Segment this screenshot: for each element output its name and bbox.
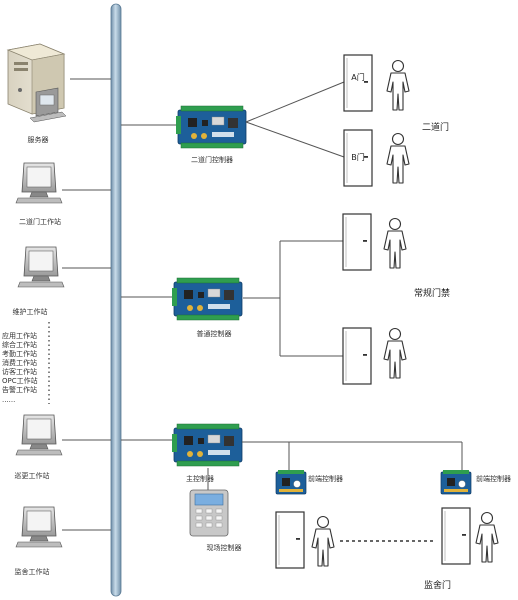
app-ws-item: 考勤工作站 bbox=[2, 349, 37, 358]
app-ws-more: ...... bbox=[2, 396, 15, 404]
main-controller-icon bbox=[171, 423, 243, 467]
patrol-ws-label: 巡更工作站 bbox=[15, 471, 50, 480]
person-icon bbox=[386, 59, 410, 111]
door-a-link bbox=[245, 81, 345, 123]
door-3 bbox=[342, 213, 372, 271]
two-door-controller-icon bbox=[175, 105, 247, 149]
door-a bbox=[343, 54, 373, 112]
app-ws-item: 访客工作站 bbox=[2, 367, 37, 376]
maint-ws-label: 维护工作站 bbox=[13, 307, 48, 316]
maint-ws-icon bbox=[17, 246, 65, 288]
app-ws-item: 告警工作站 bbox=[2, 385, 37, 394]
person-icon bbox=[386, 132, 410, 184]
mon-ws-label: 监舍工作站 bbox=[15, 567, 50, 576]
patrol-ws-icon bbox=[15, 414, 63, 456]
normal-ctrl-label: 普通控制器 bbox=[197, 329, 232, 338]
normal-controller-icon bbox=[171, 277, 243, 321]
app-ws-list: 应用工作站 综合工作站 考勤工作站 消费工作站 访客工作站 OPC工作站 告警工… bbox=[2, 331, 38, 404]
field-ctrl-label: 现场控制器 bbox=[207, 543, 242, 552]
door-b-link bbox=[245, 121, 345, 158]
app-ws-item: 综合工作站 bbox=[2, 340, 37, 349]
door-b-label: B门 bbox=[351, 152, 365, 162]
network-bus bbox=[110, 3, 122, 597]
field-controller-icon bbox=[189, 489, 229, 537]
two-door-ws-icon bbox=[15, 162, 63, 204]
front-controller-1-icon bbox=[275, 469, 307, 495]
app-ws-item: 消费工作站 bbox=[2, 358, 37, 367]
front-controller-2-icon bbox=[440, 469, 472, 495]
front-ctrl-2-label: 前端控制器 bbox=[476, 474, 511, 483]
person-icon bbox=[383, 217, 407, 269]
normal-group-label: 常规门禁 bbox=[414, 287, 450, 299]
monitor-group-label: 监舍门 bbox=[424, 579, 451, 591]
mon-ws-icon bbox=[15, 506, 63, 548]
server-icon bbox=[6, 43, 67, 123]
main-ctrl-label: 主控制器 bbox=[186, 474, 214, 483]
person-icon bbox=[475, 511, 499, 563]
app-ws-item: OPC工作站 bbox=[2, 376, 38, 385]
server-label: 服务器 bbox=[28, 135, 49, 144]
person-icon bbox=[383, 327, 407, 379]
door-4 bbox=[342, 327, 372, 385]
person-icon bbox=[311, 515, 335, 567]
monitor-door-2 bbox=[441, 507, 471, 565]
app-ws-item: 应用工作站 bbox=[2, 331, 37, 340]
two-door-group-label: 二道门 bbox=[422, 121, 449, 133]
two-door-ws-label: 二道门工作站 bbox=[19, 217, 61, 226]
monitor-door-1 bbox=[275, 511, 305, 569]
front-ctrl-1-label: 前端控制器 bbox=[308, 474, 343, 483]
two-door-ctrl-label: 二道门控制器 bbox=[191, 155, 233, 164]
door-a-label: A门 bbox=[351, 72, 364, 82]
